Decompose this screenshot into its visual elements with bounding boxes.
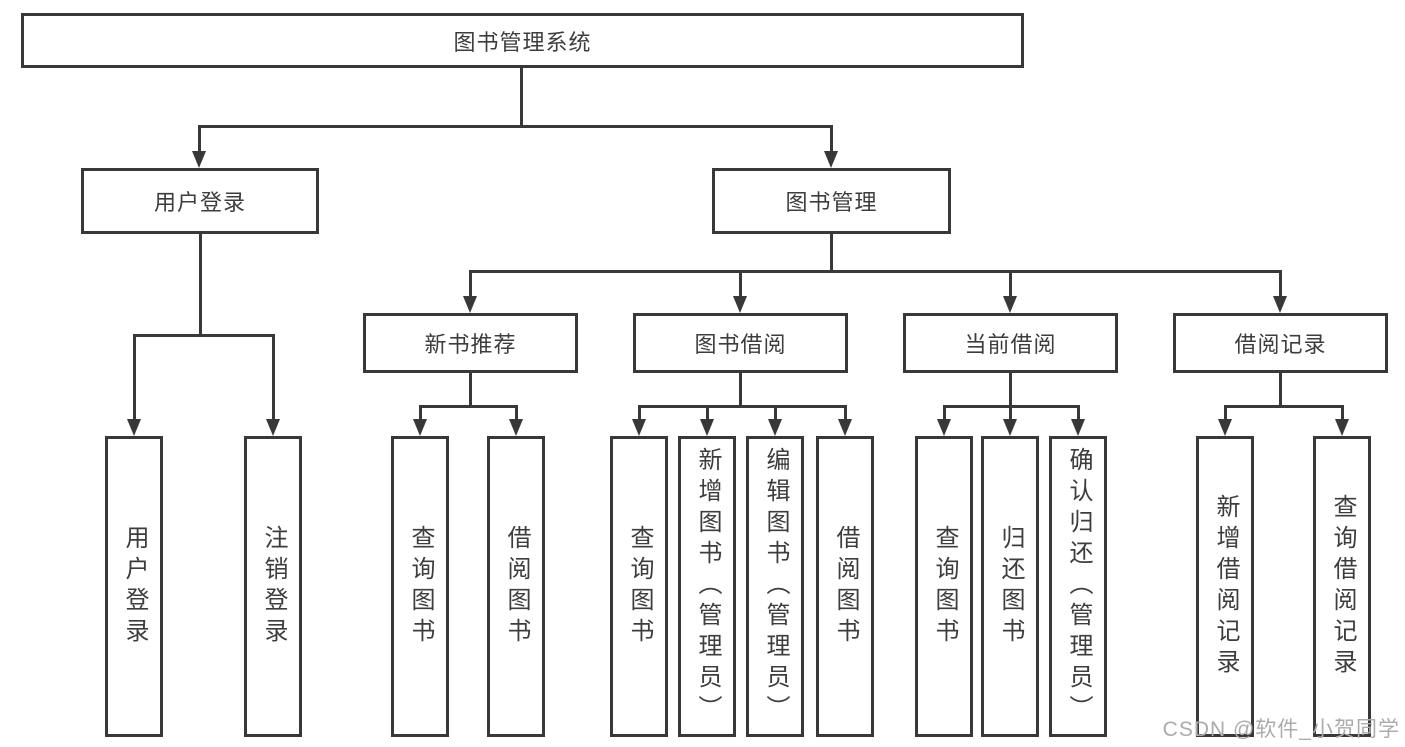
connector-vline: [1278, 373, 1282, 408]
arrow-down-icon: [838, 419, 852, 436]
leaf-label: 新增图书（管理员）: [694, 447, 721, 726]
connector-vline: [198, 234, 202, 337]
arrow-stem: [829, 126, 833, 153]
leaf-label: 查询图书: [626, 524, 653, 649]
arrow-down-icon: [192, 151, 206, 168]
leaf-label: 用户登录: [121, 524, 148, 649]
leaf-query-books: 查询图书: [610, 436, 668, 737]
arrow-down-icon: [127, 419, 141, 436]
leaf-label: 归还图书: [997, 524, 1024, 649]
leaf-borrow-books: 借阅图书: [816, 436, 874, 737]
leaf-confirm-return-admin: 确认归还（管理员）: [1049, 436, 1107, 737]
node-book-management: 图书管理: [712, 168, 951, 234]
connector-vline: [829, 234, 833, 273]
arrow-stem: [843, 406, 847, 421]
arrow-stem: [738, 271, 742, 298]
node-borrow-records: 借阅记录: [1173, 313, 1388, 373]
arrow-down-icon: [824, 151, 838, 168]
arrow-stem: [637, 406, 641, 421]
leaf-label: 注销登录: [260, 524, 287, 649]
connector-hline: [418, 404, 518, 408]
leaf-user-login: 用户登录: [105, 436, 163, 737]
arrow-stem: [1278, 271, 1282, 298]
connector-hline: [197, 124, 833, 128]
arrow-down-icon: [1071, 419, 1085, 436]
arrow-stem: [1008, 271, 1012, 298]
connector-vline: [738, 373, 742, 408]
leaf-query-books: 查询图书: [915, 436, 973, 737]
leaf-logout: 注销登录: [244, 436, 302, 737]
arrow-stem: [1076, 406, 1080, 421]
arrow-stem: [773, 406, 777, 421]
leaf-add-books-admin: 新增图书（管理员）: [678, 436, 736, 737]
arrow-down-icon: [266, 419, 280, 436]
arrow-down-icon: [632, 419, 646, 436]
leaf-label: 编辑图书（管理员）: [762, 447, 789, 726]
leaf-borrow-books: 借阅图书: [487, 436, 545, 737]
connector-hline: [468, 269, 1282, 273]
arrow-down-icon: [463, 296, 477, 313]
leaf-edit-books-admin: 编辑图书（管理员）: [746, 436, 804, 737]
connector-vline: [519, 68, 523, 128]
node-current-borrow: 当前借阅: [903, 313, 1118, 373]
leaf-query-borrow-record: 查询借阅记录: [1313, 436, 1371, 737]
arrow-stem: [1223, 406, 1227, 421]
arrow-stem: [514, 406, 518, 421]
arrow-down-icon: [700, 419, 714, 436]
node-library-management-system: 图书管理系统: [21, 13, 1024, 68]
csdn-watermark: CSDN @软件_小贺同学: [1162, 718, 1400, 741]
arrow-down-icon: [413, 419, 427, 436]
connector-vline: [468, 373, 472, 408]
leaf-label: 查询借阅记录: [1329, 493, 1356, 680]
connector-hline: [132, 333, 275, 337]
connector-hline: [637, 404, 847, 408]
arrow-down-icon: [937, 419, 951, 436]
leaf-label: 借阅图书: [503, 524, 530, 649]
connector-hline: [1223, 404, 1344, 408]
arrow-stem: [705, 406, 709, 421]
node-user-login: 用户登录: [81, 168, 319, 234]
leaf-label: 借阅图书: [832, 524, 859, 649]
leaf-label: 查询图书: [407, 524, 434, 649]
leaf-add-borrow-record: 新增借阅记录: [1196, 436, 1254, 737]
arrow-down-icon: [1273, 296, 1287, 313]
arrow-down-icon: [509, 419, 523, 436]
arrow-stem: [418, 406, 422, 421]
arrow-stem: [271, 335, 275, 421]
arrow-stem: [468, 271, 472, 298]
arrow-stem: [197, 126, 201, 153]
arrow-stem: [1008, 406, 1012, 421]
arrow-down-icon: [1218, 419, 1232, 436]
leaf-return-books: 归还图书: [981, 436, 1039, 737]
arrow-down-icon: [1003, 296, 1017, 313]
leaf-label: 新增借阅记录: [1212, 493, 1239, 680]
arrow-down-icon: [1335, 419, 1349, 436]
arrow-stem: [1340, 406, 1344, 421]
leaf-label: 查询图书: [931, 524, 958, 649]
arrow-down-icon: [1003, 419, 1017, 436]
node-book-borrow: 图书借阅: [633, 313, 848, 373]
arrow-down-icon: [768, 419, 782, 436]
arrow-stem: [132, 335, 136, 421]
leaf-label: 确认归还（管理员）: [1065, 447, 1092, 726]
connector-vline: [1008, 373, 1012, 408]
arrow-down-icon: [733, 296, 747, 313]
node-new-book-recommend: 新书推荐: [363, 313, 578, 373]
leaf-query-books: 查询图书: [391, 436, 449, 737]
arrow-stem: [942, 406, 946, 421]
